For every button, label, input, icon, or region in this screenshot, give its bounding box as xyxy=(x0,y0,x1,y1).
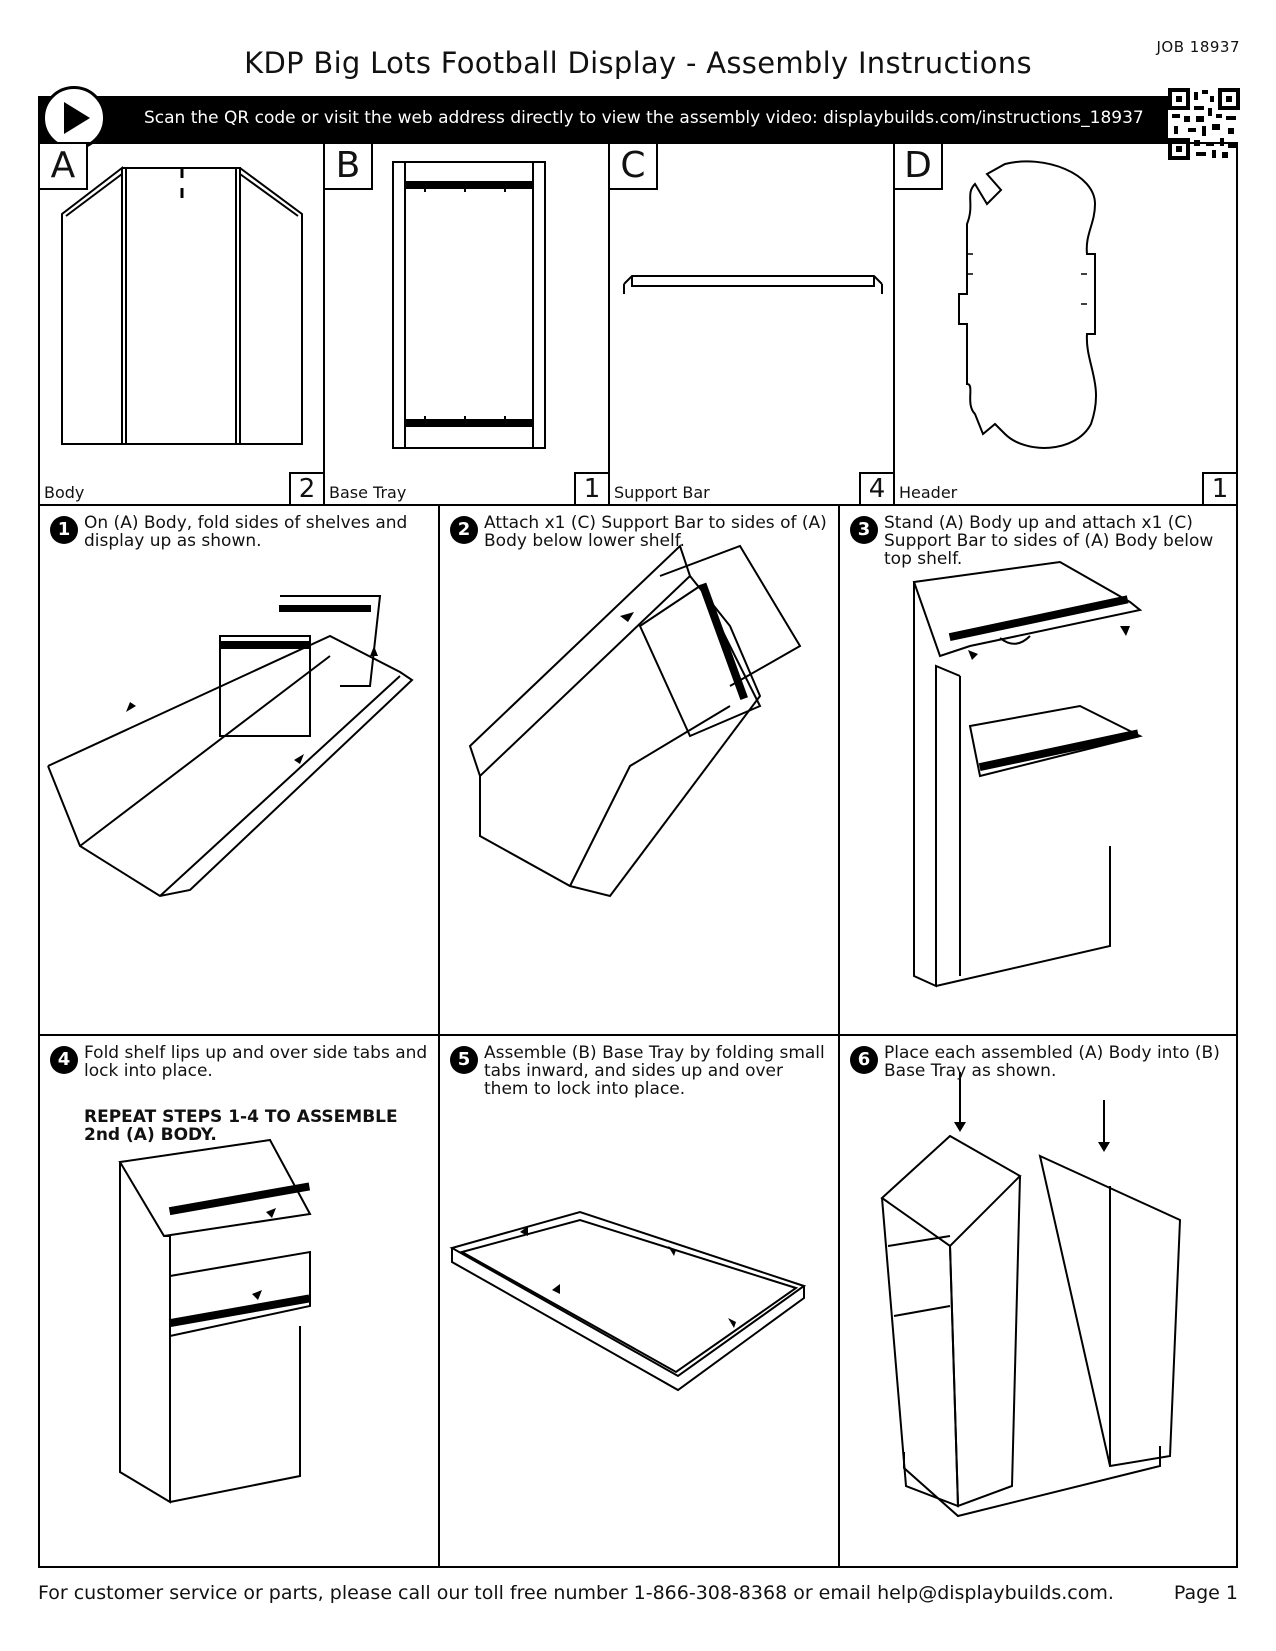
step-text: Stand (A) Body up and attach x1 (C) Supp… xyxy=(884,513,1214,569)
step-5: 5 Assemble (B) Base Tray by folding smal… xyxy=(440,1036,840,1566)
base-tray-illustration xyxy=(392,161,546,449)
step-3-illustration xyxy=(912,560,1143,988)
part-d: D Header 1 xyxy=(895,144,1236,504)
part-letter: B xyxy=(325,144,373,190)
part-quantity: 1 xyxy=(574,472,608,504)
step-text: Place each assembled (A) Body into (B) B… xyxy=(884,1043,1220,1081)
part-c: C Support Bar 4 xyxy=(610,144,895,504)
part-letter: C xyxy=(610,144,658,190)
step-text: Fold shelf lips up and over side tabs an… xyxy=(84,1043,428,1081)
step-number: 3 xyxy=(850,516,878,544)
step-number: 6 xyxy=(850,1046,878,1074)
step-6-illustration xyxy=(880,1072,1182,1518)
video-banner: Scan the QR code or visit the web addres… xyxy=(38,86,1176,150)
step-3: 3 Stand (A) Body up and attach x1 (C) Su… xyxy=(840,506,1236,1036)
steps-grid: 1 On (A) Body, fold sides of shelves and… xyxy=(38,506,1238,1568)
repeat-note: REPEAT STEPS 1-4 TO ASSEMBLE 2nd (A) BOD… xyxy=(84,1107,398,1145)
step-5-illustration xyxy=(449,1210,807,1392)
page-title: KDP Big Lots Football Display - Assembly… xyxy=(244,46,1032,80)
parts-list: A Body 2 B Base Tray 1 C Suppor xyxy=(38,142,1238,506)
step-1: 1 On (A) Body, fold sides of shelves and… xyxy=(40,506,440,1036)
part-a: A Body 2 xyxy=(40,144,325,504)
step-number: 4 xyxy=(50,1046,78,1074)
qr-code-icon[interactable] xyxy=(1168,88,1240,160)
part-quantity: 2 xyxy=(289,472,323,504)
step-2-illustration xyxy=(468,544,802,898)
play-icon[interactable] xyxy=(42,86,106,150)
part-letter: D xyxy=(895,144,943,190)
part-name: Body xyxy=(44,483,85,502)
support-bar-illustration xyxy=(623,275,883,294)
header-illustration xyxy=(958,160,1098,449)
part-name: Support Bar xyxy=(614,483,710,502)
step-number: 2 xyxy=(450,516,478,544)
part-name: Base Tray xyxy=(329,483,407,502)
part-letter: A xyxy=(40,144,88,190)
part-name: Header xyxy=(899,483,958,502)
step-4-illustration xyxy=(118,1138,312,1504)
step-text: Attach x1 (C) Support Bar to sides of (A… xyxy=(484,513,827,551)
video-message: Scan the QR code or visit the web addres… xyxy=(144,108,1144,128)
body-illustration xyxy=(61,165,303,445)
step-text: On (A) Body, fold sides of shelves and d… xyxy=(84,513,408,551)
job-number: JOB 18937 xyxy=(1156,38,1240,56)
step-text: Assemble (B) Base Tray by folding small … xyxy=(484,1043,825,1099)
footer-contact: For customer service or parts, please ca… xyxy=(38,1582,1114,1604)
step-1-illustration xyxy=(47,595,414,898)
step-number: 1 xyxy=(50,516,78,544)
part-b: B Base Tray 1 xyxy=(325,144,610,504)
step-number: 5 xyxy=(450,1046,478,1074)
step-6: 6 Place each assembled (A) Body into (B)… xyxy=(840,1036,1236,1566)
step-4: 4 Fold shelf lips up and over side tabs … xyxy=(40,1036,440,1566)
part-quantity: 4 xyxy=(859,472,893,504)
part-quantity: 1 xyxy=(1202,472,1236,504)
step-2: 2 Attach x1 (C) Support Bar to sides of … xyxy=(440,506,840,1036)
page-number: Page 1 xyxy=(1173,1582,1238,1604)
